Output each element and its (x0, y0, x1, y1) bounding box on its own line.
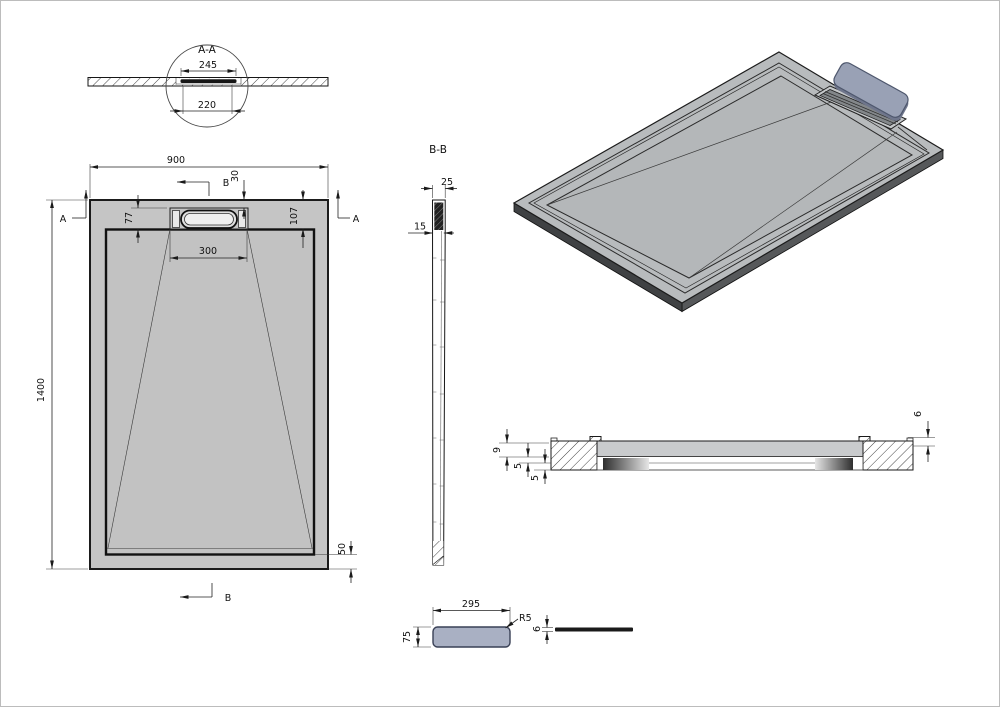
iso-drain-outlet-line (897, 126, 928, 151)
drain-slot-inner (184, 213, 234, 226)
section-bb-foot (433, 541, 444, 565)
dim-300: 300 (199, 246, 217, 257)
slope-line-left (107, 228, 171, 549)
section-bb-joints (433, 257, 445, 525)
plan-view: 900 1400 300 77 30 107 50 B (36, 155, 360, 604)
side-section-surface (596, 440, 864, 457)
iso-slope-line-1 (546, 96, 846, 206)
iso-slope-line-2 (688, 131, 898, 279)
section-marker-b-bottom: B (225, 593, 232, 604)
dim-5-upper: 5 (513, 463, 524, 469)
side-section-cut-right (862, 440, 914, 471)
dim-107: 107 (289, 207, 300, 225)
cover-plate-section (180, 79, 237, 83)
drain-clip-right (238, 210, 246, 228)
dim-50: 50 (337, 543, 348, 555)
dim-900: 900 (167, 155, 185, 166)
dim-295: 295 (462, 599, 480, 610)
side-section-drain-shade-left (603, 458, 649, 470)
dim-30: 30 (230, 170, 241, 182)
dim-25: 25 (441, 177, 453, 188)
basin-outline (104, 228, 316, 556)
dim-245: 245 (199, 60, 217, 71)
cover-plate-plan (432, 626, 511, 648)
side-section-lip-left (589, 436, 602, 442)
dim-6-lip: 6 (913, 411, 924, 417)
side-section-view: 9 5 5 6 (492, 411, 935, 484)
dim-5-lower: 5 (530, 475, 541, 481)
detail-view-aa: A-A 245 220 (87, 44, 329, 128)
section-view-bb: B-B 25 15 (408, 144, 457, 566)
section-marker-a-left: A (60, 214, 67, 225)
isometric-view (512, 51, 945, 313)
section-bb-profile (431, 199, 446, 566)
section-marker-b-top: B (223, 178, 230, 189)
dim-15: 15 (414, 222, 426, 233)
cover-plate-detail: 295 75 R5 6 (402, 599, 633, 648)
detail-circle (165, 44, 249, 128)
drain-clip-left (172, 210, 180, 228)
section-marker-a-right: A (353, 214, 360, 225)
side-section-cut-left (550, 440, 598, 471)
side-section-drain-shade-right (815, 458, 853, 470)
dim-75: 75 (402, 631, 413, 643)
iso-cover-plate (833, 62, 909, 121)
iso-drain-grate (819, 89, 901, 126)
dim-9: 9 (492, 447, 503, 453)
section-bb-edge-core (434, 202, 444, 230)
dim-1400: 1400 (36, 378, 47, 402)
slope-line-right (246, 228, 313, 549)
detail-aa-label: A-A (198, 44, 217, 56)
iso-rim-inner (533, 66, 925, 289)
section-bb-label: B-B (429, 144, 447, 156)
dim-77: 77 (124, 212, 135, 224)
cover-plate-edge-view (555, 627, 633, 632)
dim-6-thickness: 6 (532, 626, 543, 632)
side-section-lip-right (858, 436, 871, 442)
dim-220: 220 (198, 100, 216, 111)
dim-r5: R5 (519, 613, 532, 624)
